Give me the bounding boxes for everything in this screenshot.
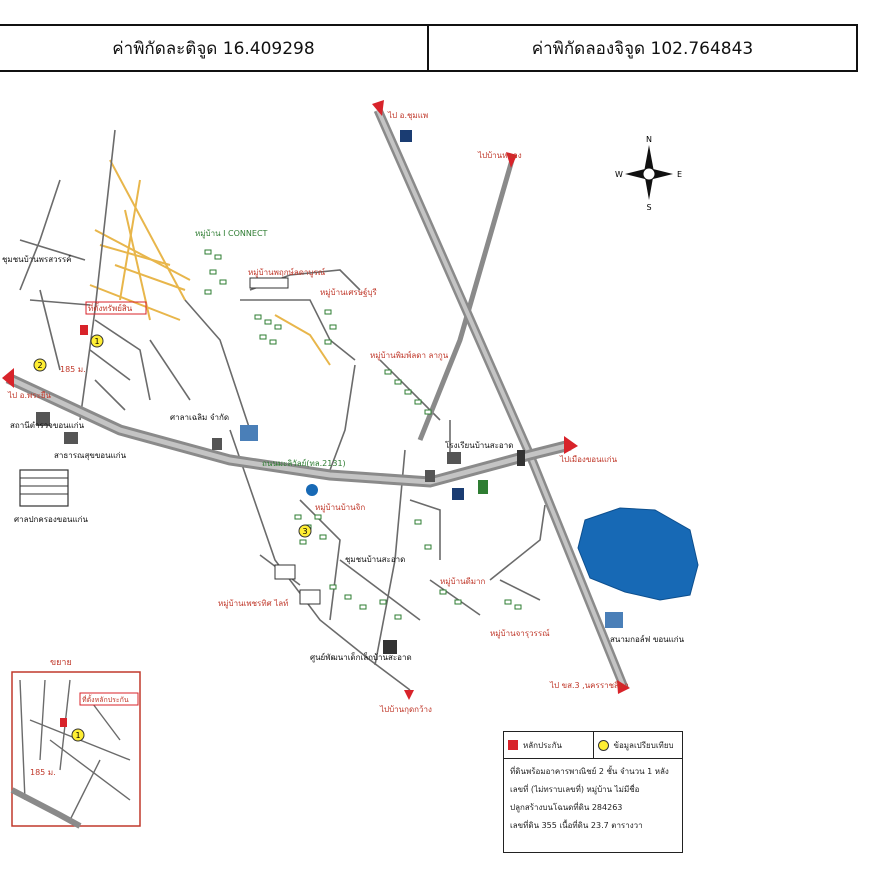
comparison-marker-3: 3 [298, 524, 312, 538]
inset-distance: 185 ม. [30, 768, 56, 777]
school-icon [447, 452, 461, 464]
compass-west: W [615, 170, 623, 179]
map-legend: หลักประกัน ข้อมูลเปรียบเทียบ ที่ดินพร้อม… [503, 731, 683, 853]
inset-comparison-marker [71, 728, 85, 742]
temple-icon [212, 438, 222, 450]
label-to-ban-south: ไปบ้านกุดกว้าง [379, 705, 432, 714]
label-community-left: ชุมชนบ้านพรสวรรค์ [2, 254, 72, 264]
arrow-west [2, 368, 14, 388]
arrow-south-east [617, 680, 630, 694]
yellow-circle-icon [597, 739, 609, 751]
inset-site-marker [60, 718, 67, 727]
arrow-south [404, 690, 414, 700]
legend-collateral: หลักประกัน [504, 732, 593, 758]
compass-rose: N S E W [615, 135, 682, 212]
traffic-light-icon [517, 450, 525, 466]
label-center-south: ศูนย์พัฒนาเด็กเล็กบ้านสะอาด [310, 652, 412, 663]
longitude-cell: ค่าพิกัดลองจิจูด 102.764843 [427, 26, 856, 70]
comparison-marker-2: 2 [33, 358, 47, 372]
label-distance: 185 ม. [60, 365, 86, 374]
building-blocks [249, 277, 321, 605]
label-village-7: หมู่บ้านจารุวรรณ์ [490, 628, 550, 639]
svg-text:1: 1 [75, 731, 80, 740]
comparison-marker-1: 1 [90, 334, 104, 348]
label-to-north: ไป อ.ชุมแพ [387, 111, 428, 120]
svg-text:1: 1 [94, 337, 99, 346]
office-icon [64, 432, 78, 444]
convenience-store-icon [478, 480, 488, 494]
arrow-east [564, 436, 578, 454]
compass-south: S [646, 203, 651, 212]
minor-roads [19, 129, 546, 691]
legend-comparison: ข้อมูลเปรียบเทียบ [592, 732, 683, 758]
legend-key-row: หลักประกัน ข้อมูลเปรียบเทียบ [504, 732, 682, 759]
yellow-roads [89, 159, 191, 321]
collateral-site-marker [80, 325, 88, 335]
inset-site-label: ที่ตั้งหลักประกัน [82, 693, 129, 704]
building-block [249, 277, 289, 289]
label-building-left: ศาลปกครองขอนแก่น [14, 515, 88, 524]
label-village-2: หมู่บ้านเศรษฐ์บุรี [320, 287, 377, 298]
svg-text:2: 2 [37, 361, 42, 370]
factory-icon [240, 425, 258, 441]
housing-blocks [204, 249, 522, 620]
legend-line-3: ปลูกสร้างบนโฉนดที่ดิน 284263 [510, 803, 623, 812]
label-hospital-2: สาธารณสุขขอนแก่น [54, 451, 127, 460]
bank-icon [452, 488, 464, 500]
site-label-box [85, 301, 147, 315]
court-building [19, 469, 69, 507]
svg-text:3: 3 [302, 527, 307, 536]
coordinates-header: ค่าพิกัดละติจูด 16.409298 ค่าพิกัดลองจิจ… [0, 24, 858, 72]
label-village-3: หมู่บ้านพิมพ์ลดา ลากูน [370, 350, 449, 361]
shrine-icon [425, 470, 435, 482]
label-highway: ถนนมะลิวัลย์(ทล.2131) [262, 458, 346, 468]
label-village-4: หมู่บ้านบ้านจิก [315, 503, 365, 513]
label-village-1: หมู่บ้านพฤกษ์ลดาบูรณ์ [248, 267, 326, 278]
orange-road [274, 314, 331, 366]
label-lake: สนามกอล์ฟ ขอนแก่น [610, 634, 685, 644]
compass-north: N [646, 135, 652, 144]
red-square-icon [508, 740, 518, 750]
building-block [299, 589, 321, 605]
building-block [274, 564, 296, 580]
compass-east: E [677, 170, 682, 179]
label-school: โรงเรียนบ้านสะอาด [445, 440, 513, 450]
map-labels: ไป อ.ชุมแพ ไปบ้านหนอง ไปเมืองขอนแก่น ไป … [2, 111, 685, 714]
golf-clubhouse-icon [605, 612, 623, 628]
arrow-north [372, 100, 384, 116]
label-village-6: หมู่บ้านดีมาก [440, 577, 486, 587]
label-connect: หมู่บ้าน I CONNECT [195, 229, 268, 239]
police-icon [306, 484, 318, 496]
legend-line-2: เลขที่ (ไม่ทราบเลขที่) หมู่บ้าน ไม่มีชื่… [510, 785, 640, 794]
label-to-east: ไปเมืองขอนแก่น [559, 455, 618, 464]
label-to-ban-north: ไปบ้านหนอง [477, 151, 522, 160]
direction-arrows [2, 100, 630, 700]
label-to-west: ไป อ.พระยืน [7, 391, 52, 400]
legend-line-4: เลขที่ดิน 355 เนื้อที่ดิน 23.7 ตารางวา [510, 821, 643, 830]
inset-map: 1 ที่ตั้งหลักประกัน ขยาย 185 ม. [10, 658, 141, 829]
label-arch: ศาลาเฉลิม จำกัด [170, 413, 229, 422]
label-site: ที่ตั้งทรัพย์สิน [88, 302, 133, 313]
northeast-road [417, 159, 515, 441]
label-village-5: หมู่บ้านเพชรทิศ ไลท์ [218, 598, 288, 609]
inset-title: ขยาย [50, 658, 72, 668]
gas-station-icon [400, 130, 412, 142]
legend-line-1: ที่ดินพร้อมอาคารพาณิชย์ 2 ชั้น จำนวน 1 ห… [510, 767, 669, 776]
center-icon [383, 640, 397, 654]
label-community-center: ชุมชนบ้านสะอาด [345, 555, 405, 564]
label-to-south-east: ไป ขส.3 ,นครราชสีมา [549, 681, 629, 690]
latitude-cell: ค่าพิกัดละติจูด 16.409298 [112, 38, 315, 59]
hospital-icon [36, 412, 50, 426]
arrow-north-east [506, 152, 517, 168]
legend-description: ที่ดินพร้อมอาคารพาณิชย์ 2 ชั้น จำนวน 1 ห… [504, 759, 682, 839]
golf-course-lake [577, 507, 699, 601]
label-hospital-1: สถานีตำรวจขอนแก่น [10, 421, 85, 430]
